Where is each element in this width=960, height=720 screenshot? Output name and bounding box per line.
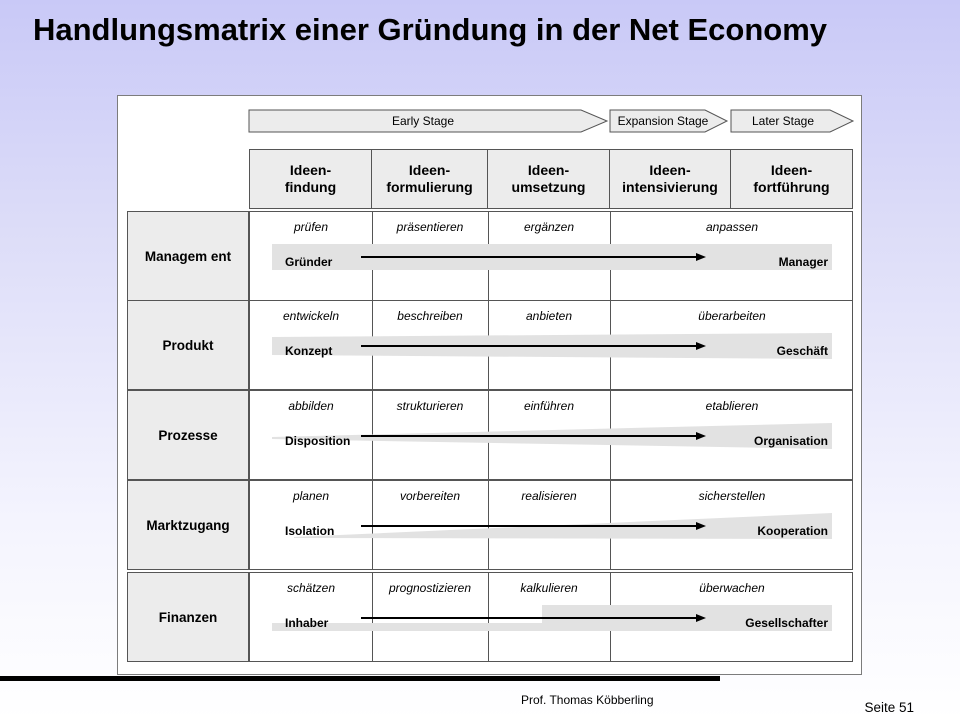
verb: kalkulieren [520, 581, 578, 595]
row-finanzen: schätzen prognostizieren kalkulieren übe… [249, 572, 853, 662]
phase-label: Ideen- fortführung [753, 162, 830, 195]
stage-arrow-expansion [609, 109, 729, 133]
row-prozesse: abbilden strukturieren einführen etablie… [249, 390, 853, 480]
transition-bar [272, 333, 832, 359]
verb: überarbeiten [698, 309, 766, 323]
transition-bar [272, 244, 832, 270]
verb: ergänzen [523, 220, 575, 234]
stage-arrow-later [730, 109, 855, 133]
phase-ideenformulierung: Ideen- formulierung [371, 149, 488, 209]
stage-arrow-shapes [248, 109, 855, 133]
verb: strukturieren [396, 399, 464, 413]
to-label: Gesellschafter [745, 616, 828, 630]
transition-bar [272, 423, 832, 449]
row-label-management: Managem ent [127, 211, 249, 301]
phase-label: Ideen- findung [284, 162, 337, 195]
from-label: Isolation [285, 524, 335, 538]
stage-arrows: Early Stage Expansion Stage Later Stage [248, 108, 858, 134]
verb: anbieten [525, 309, 573, 323]
phase-ideenintensivierung: Ideen- intensivierung [609, 149, 731, 209]
verb: entwickeln [282, 309, 340, 323]
page-title: Handlungsmatrix einer Gründung in der Ne… [32, 12, 828, 47]
to-label: Manager [778, 255, 828, 269]
phase-ideenfortfuehrung: Ideen- fortführung [730, 149, 853, 209]
page-number: Seite 51 [864, 700, 914, 715]
phase-label: Ideen- formulierung [386, 162, 473, 195]
stage-label-early: Early Stage [391, 114, 455, 128]
verb: prognostizieren [388, 581, 472, 595]
phase-ideenfindung: Ideen- findung [249, 149, 372, 209]
to-label: Kooperation [757, 524, 828, 538]
from-label: Inhaber [285, 616, 329, 630]
row-label-finanzen: Finanzen [127, 572, 249, 662]
verb: beschreiben [397, 309, 463, 323]
phase-ideenumsetzung: Ideen- umsetzung [487, 149, 610, 209]
row-label-produkt: Produkt [127, 300, 249, 390]
stage-label-later: Later Stage [751, 114, 815, 128]
verb: planen [292, 489, 330, 503]
row-produkt: entwickeln beschreiben anbieten überarbe… [249, 300, 853, 390]
phase-label: Ideen- intensivierung [622, 162, 718, 195]
verb: realisieren [521, 489, 577, 503]
footer-rule [0, 676, 720, 681]
row-label-marktzugang: Marktzugang [127, 480, 249, 570]
verb: abbilden [288, 399, 334, 413]
stage-label-expansion: Expansion Stage [617, 114, 709, 128]
verb: präsentieren [396, 220, 464, 234]
row-management: prüfen präsentieren ergänzen anpassen Gr… [249, 211, 853, 301]
from-label: Disposition [285, 434, 351, 448]
verb: prüfen [293, 220, 329, 234]
row-marktzugang: planen vorbereiten realisieren sicherste… [249, 480, 853, 570]
stage-arrow-early [248, 109, 609, 133]
transition-bar [272, 605, 832, 631]
verb: anpassen [705, 220, 759, 234]
from-label: Konzept [285, 344, 333, 358]
to-label: Geschäft [776, 344, 828, 358]
verb: etablieren [705, 399, 759, 413]
phase-label: Ideen- umsetzung [511, 162, 586, 195]
verb: einführen [523, 399, 575, 413]
to-label: Organisation [753, 434, 828, 448]
transition-bar [294, 513, 832, 539]
footer-author: Prof. Thomas Köbberling [521, 693, 654, 707]
verb: vorbereiten [399, 489, 461, 503]
verb: überwachen [699, 581, 765, 595]
row-label-prozesse: Prozesse [127, 390, 249, 480]
from-label: Gründer [285, 255, 333, 269]
verb: schätzen [286, 581, 336, 595]
verb: sicherstellen [698, 489, 766, 503]
